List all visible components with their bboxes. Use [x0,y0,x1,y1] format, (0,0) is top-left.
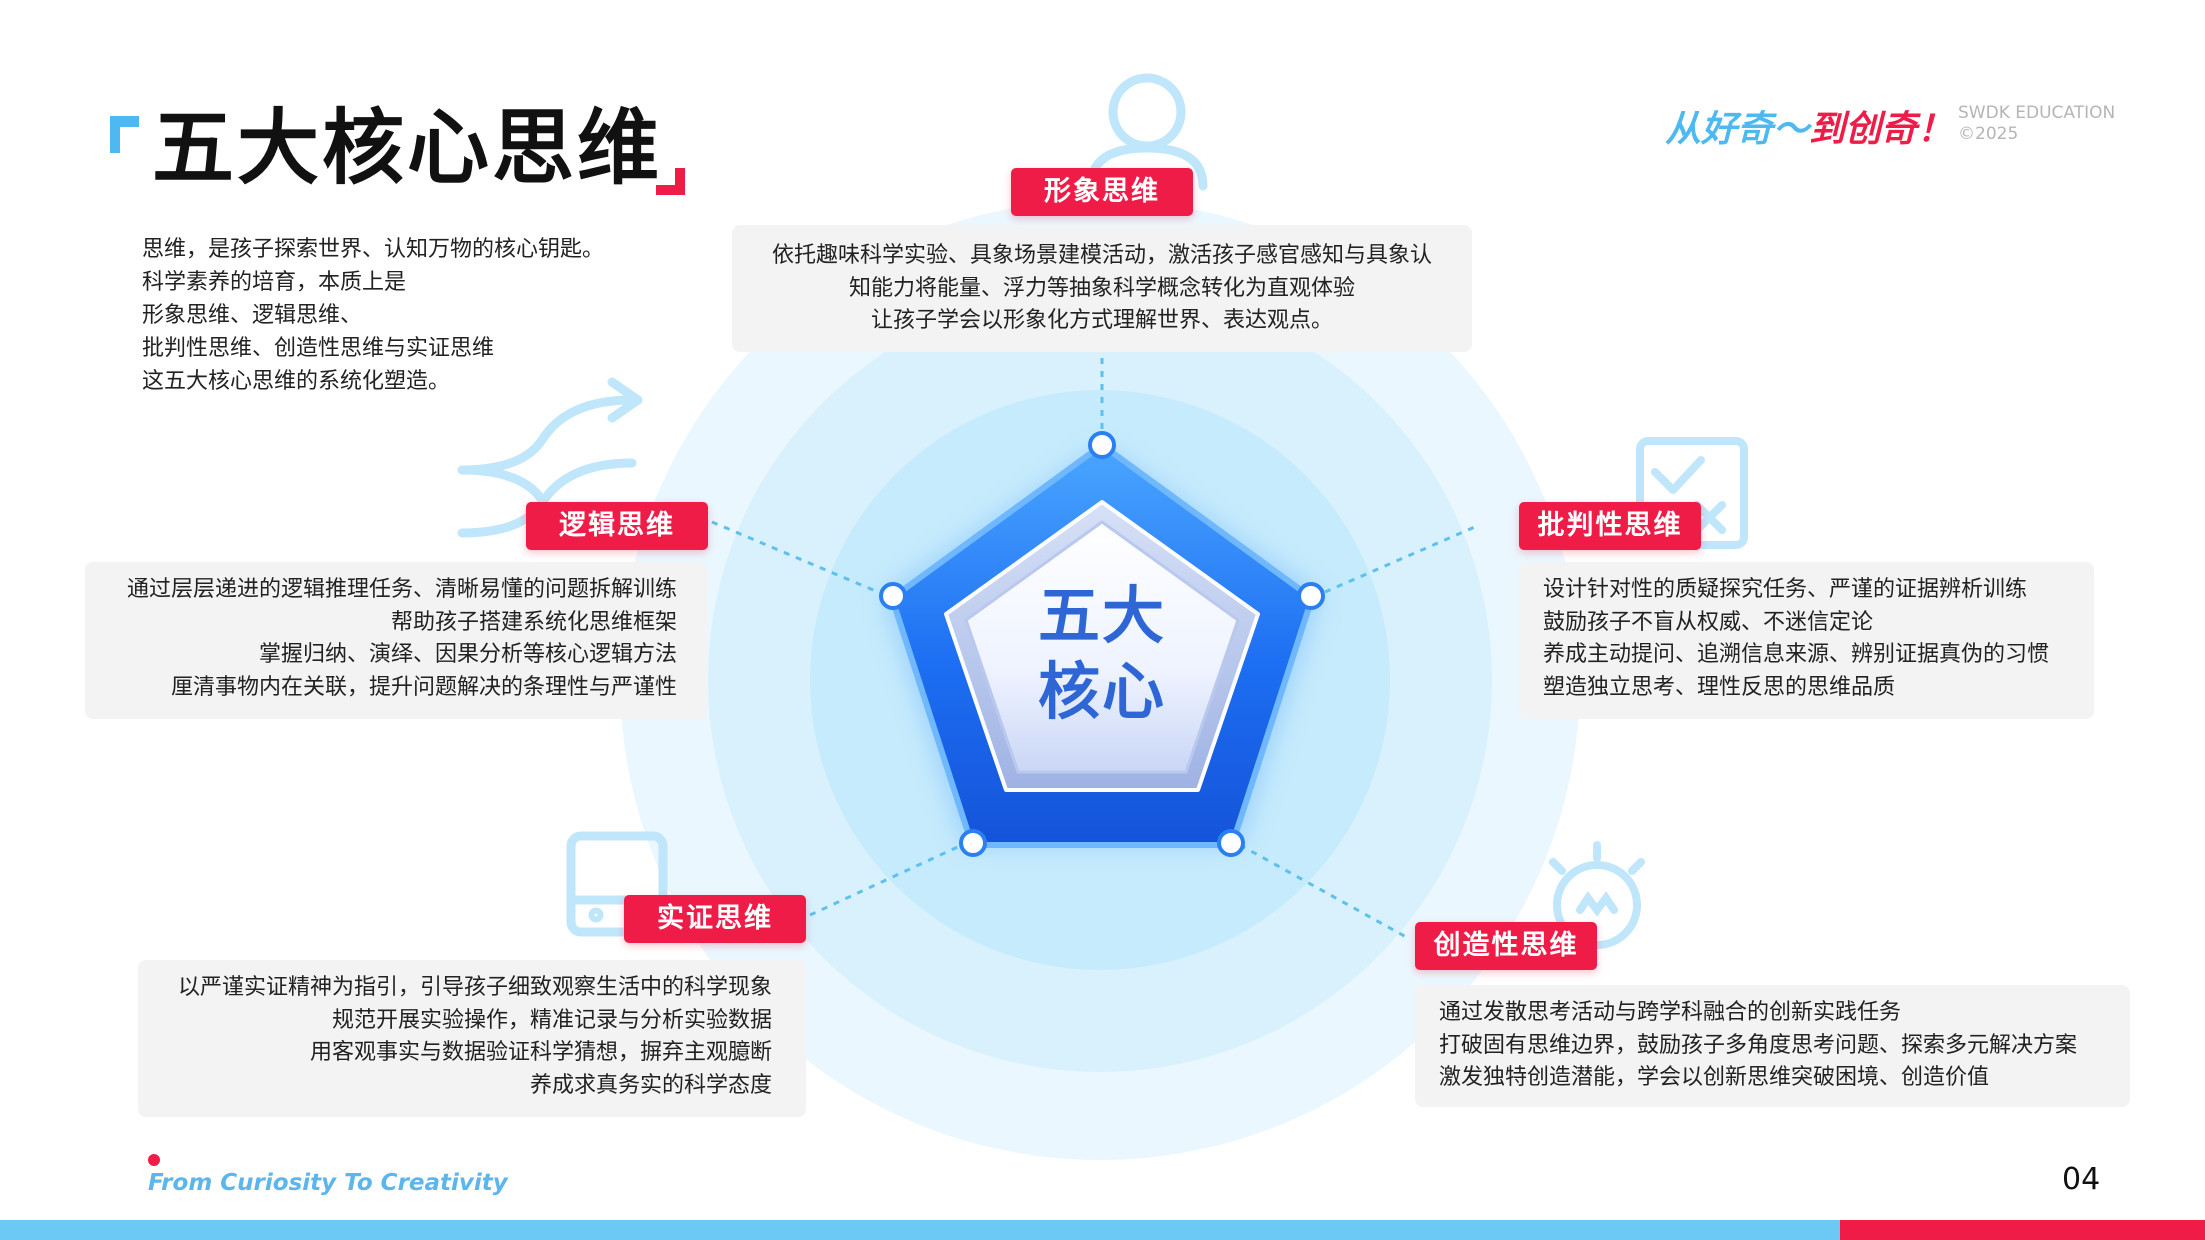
text-line: 打破固有思维边界，鼓励孩子多角度思考问题、探索多元解决方案 [1439,1032,2078,1058]
copyright: ©2025 [1958,124,2019,144]
pentagon-inner [964,520,1240,774]
intro-line: 这五大核心思维的系统化塑造。 [142,369,451,394]
box-xingxiang: 依托趣味科学实验、具象场景建模活动，激活孩子感官感知与具象认 知能力将能量、浮力… [732,225,1472,352]
company-name: SWDK EDUCATION [1958,103,2116,123]
text-line: 知能力将能量、浮力等抽象科学概念转化为直观体验 [848,275,1355,301]
text-line: 塑造独立思考、理性反思的思维品质 [1543,674,1896,700]
footer-bar-blue [0,1220,1840,1240]
intro-line: 批判性思维、创造性思维与实证思维 [142,336,495,361]
text-line: 养成主动提问、追溯信息来源、辨别证据真伪的习惯 [1543,642,2050,667]
text-line: 用客观事实与数据验证科学猜想，摒弃主观臆断 [309,1040,772,1065]
text-line: 设计针对性的质疑探究任务、严谨的证据辨析训练 [1543,577,2028,602]
slogan-part2: 到创奇！ [1809,109,1954,150]
center-line: 五大 [1037,579,1166,652]
connector-lines [711,358,1478,940]
box-shizheng: 以严谨实证精神为指引，引导孩子细致观察生活中的科学现象 规范开展实验操作，精准记… [138,960,806,1117]
footer-tagline: From Curiosity To Creativity [148,1170,508,1196]
intro-line: 科学素养的培育，本质上是 [142,270,407,295]
tag-pipan: 批判性思维 [1519,502,1701,550]
brand-info: SWDK EDUCATION ©2025 [1958,103,2115,145]
text-line: 厘清事物内在关联，提升问题解决的条理性与严谨性 [170,674,677,700]
title-brackets [110,116,685,195]
text-line: 激发独特创造潜能，学会以创新思维突破困境、创造价值 [1439,1065,1990,1090]
intro-line: 思维，是孩子探索世界、认知万物的核心钥匙。 [142,237,605,262]
brand-slogan: 从好奇～到创奇！ [1665,100,1953,152]
text-line: 鼓励孩子不盲从权威、不迷信定论 [1543,609,1874,635]
box-chuangzao: 通过发散思考活动与跨学科融合的创新实践任务 打破固有思维边界，鼓励孩子多角度思考… [1415,985,2130,1107]
page-title: 五大核心思维 [152,101,663,196]
text-line: 以严谨实证精神为指引，引导孩子细致观察生活中的科学现象 [177,975,772,1000]
vertex-dots [879,431,1325,857]
lightbulb-icon [1549,841,1645,949]
text-line: 规范开展实验操作，精准记录与分析实验数据 [331,1007,772,1033]
tag-shizheng: 实证思维 [624,895,806,943]
person-icon [1086,73,1208,191]
tag-chuangzao: 创造性思维 [1415,922,1597,970]
footer-bar-red [1840,1220,2205,1240]
intro-line: 形象思维、逻辑思维、 [142,303,363,328]
text-line: 依托趣味科学实验、具象场景建模活动，激活孩子感官感知与具象认 [771,243,1432,268]
text-line: 让孩子学会以形象化方式理解世界、表达观点。 [870,308,1333,333]
tag-xingxiang: 形象思维 [1011,168,1193,216]
footer-dot [148,1154,160,1166]
center-line: 核心 [1037,655,1166,728]
text-line: 通过层层递进的逻辑推理任务、清晰易懂的问题拆解训练 [126,577,677,602]
text-line: 掌握归纳、演绎、因果分析等核心逻辑方法 [258,642,677,667]
box-luoji: 通过层层递进的逻辑推理任务、清晰易懂的问题拆解训练 帮助孩子搭建系统化思维框架 … [85,562,707,719]
text-line: 养成求真务实的科学态度 [529,1072,772,1098]
intro-text: 思维，是孩子探索世界、认知万物的核心钥匙。 科学素养的培育，本质上是 形象思维、… [142,233,604,398]
box-pipan: 设计针对性的质疑探究任务、严谨的证据辨析训练 鼓励孩子不盲从权威、不迷信定论 养… [1519,562,2094,719]
text-line: 帮助孩子搭建系统化思维框架 [390,609,677,635]
text-line: 通过发散思考活动与跨学科融合的创新实践任务 [1439,1000,1902,1025]
page-number: 04 [2062,1162,2101,1197]
tag-luoji: 逻辑思维 [526,502,708,550]
center-label: 五大 核心 [1032,578,1172,730]
slogan-part1: 从好奇～ [1665,109,1810,150]
